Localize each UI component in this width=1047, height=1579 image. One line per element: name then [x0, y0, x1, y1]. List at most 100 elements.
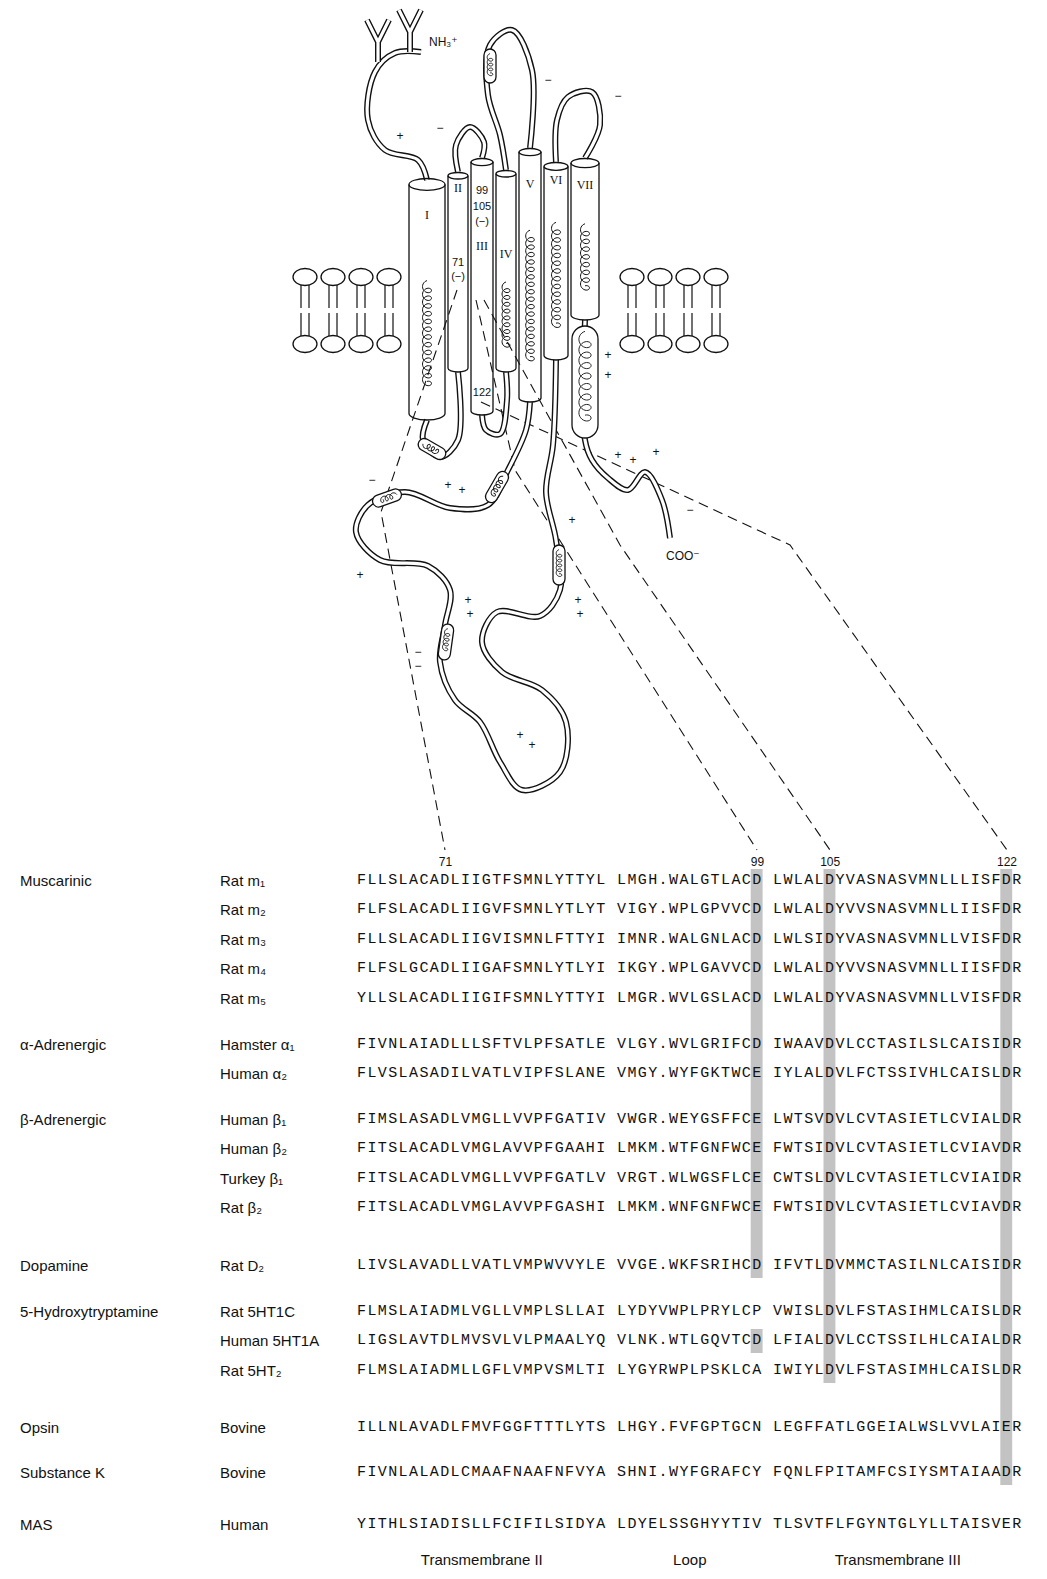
helix-number: III [470, 240, 494, 253]
lipid-tail [328, 285, 329, 308]
cylinder-top [571, 159, 599, 168]
helix-coil [526, 230, 535, 361]
residue-number: 99 [475, 184, 489, 196]
lipid-tail [392, 285, 393, 308]
lipid-tail [392, 313, 393, 336]
terminus-label: NH₃⁺ [428, 36, 459, 49]
cylinder-side [409, 184, 445, 420]
sequence-cell: LIVSLAVADLLVATLVMPWVVYLE [357, 1257, 607, 1275]
loop-chain-core [356, 360, 568, 790]
loop-chain [555, 91, 600, 162]
conserved-residue-shading [439, 869, 451, 870]
sequence-cell: IWAAVDVLCCTASILSLCAISIDR [773, 1036, 1023, 1054]
helix-segment-outline [416, 436, 448, 461]
helix-cylinder: I [408, 178, 446, 420]
lipid-tail [719, 313, 720, 336]
loop-chain [356, 360, 568, 790]
lipid-tail [364, 285, 365, 308]
sequence-cell: CWTSLDVLCVTASIETLCVIAIDR [773, 1170, 1023, 1188]
lipid-tail [655, 285, 656, 308]
lipid-head [377, 269, 401, 286]
sequence-cell: LYDYVWPLPRYLCP [617, 1303, 763, 1321]
helix-cylinder: III [470, 158, 494, 415]
sequence-cell: LHGY.FVFGPTGCN [617, 1419, 763, 1437]
helix-segment-outline [483, 469, 510, 504]
charge-sign: + [567, 514, 576, 526]
family-name: Dopamine [20, 1257, 88, 1275]
helix-coil [581, 224, 590, 290]
helix-segment [483, 469, 510, 504]
column-number: 122 [997, 856, 1017, 869]
lipid-head [648, 336, 672, 353]
sequence-cell: ILLNLAVADLFMVFGGFTTTLYTS [357, 1419, 607, 1437]
loop-connector [356, 360, 568, 790]
sequence-cell: FLMSLAIADMLLGFLVMPVSMLTI [357, 1362, 607, 1380]
sequence-cell: FIMSLASADLVMGLLVVPFGATIV [357, 1111, 607, 1129]
lipid-head [349, 269, 373, 286]
cylinder-side [448, 176, 468, 372]
sequence-cell: FLFSLGCADLIIGAFSMNLYTLYI [357, 960, 607, 978]
sequence-cell: LFIALDVLCCTSSILHLCAIALDR [773, 1332, 1023, 1350]
helix-coil [442, 628, 451, 651]
lipid-tail [663, 313, 664, 336]
receptor-name: Bovine [220, 1464, 266, 1482]
lipid-head [620, 269, 644, 286]
lipid-head [648, 269, 672, 286]
family-name: Muscarinic [20, 872, 92, 890]
receptor-name: Rat m₂ [220, 901, 266, 919]
receptor-name: Rat 5HT1C [220, 1303, 295, 1321]
sequence-cell: FLLSLACADLIIGTFSMNLYTTYL [357, 872, 607, 890]
sequence-cell: FITSLACADLVMGLAVVPFGAAHI [357, 1140, 607, 1158]
sequence-cell: VWGR.WEYGSFFCE [617, 1111, 763, 1129]
helix-coil [502, 282, 510, 347]
helix-coil [556, 550, 562, 577]
lipid-tail [711, 285, 712, 308]
helix-cylinder: VI [543, 162, 569, 360]
sequence-cell: IWIYLDVLFSTASIMHLCAISLDR [773, 1362, 1023, 1380]
column-number: 105 [820, 856, 840, 869]
helix-segment-outline [438, 623, 455, 660]
sequence-cell: LWLALDYVVSNASVMNLLIISFDR [773, 960, 1023, 978]
lipid-head [704, 269, 728, 286]
helix-number: II [447, 182, 469, 195]
cylinder-outline [543, 162, 569, 360]
lipid-tail [364, 313, 365, 336]
charge-sign: + [527, 739, 536, 751]
family-name: MAS [20, 1516, 53, 1534]
sequence-cell: LWLALDYVASNASVMNLLLISFDR [773, 872, 1023, 890]
lipid-tail [308, 285, 309, 308]
lipid-tail [683, 285, 684, 308]
helix-cylinder: V [518, 148, 542, 402]
cylinder-outline [495, 170, 517, 372]
glycosylation-core [399, 10, 421, 52]
helix-coil [552, 222, 561, 327]
family-name: α-Adrenergic [20, 1036, 106, 1054]
charge-sign: − [413, 646, 422, 658]
cylinder-top [409, 179, 445, 191]
helix-coil [579, 331, 591, 421]
sequence-cell: LDYELSSGHYYTIV [617, 1516, 763, 1534]
charge-sign: + [573, 594, 582, 606]
sequence-cell: IMNR.WALGNLACD [617, 931, 763, 949]
sequence-cell: YLLSLACADLIIGIFSMNLYTTYI [357, 990, 607, 1008]
sequence-cell: VLNK.WTLGQVTCD [617, 1332, 763, 1350]
sequence-cell: LMKM.WTFGNFWCE [617, 1140, 763, 1158]
sequence-cell: LWLALDYVASNASVMNLLVISFDR [773, 990, 1023, 1008]
helix-segment [371, 487, 403, 509]
sequence-cell: VVGE.WKFSRIHCD [617, 1257, 763, 1275]
sequence-cell: IKGY.WPLGAVVCD [617, 960, 763, 978]
lipid-tail [356, 285, 357, 308]
residue-number: (−) [474, 215, 490, 227]
lipid-head [293, 269, 317, 286]
column-number: 71 [439, 856, 452, 869]
region-name: Transmembrane III [835, 1551, 961, 1569]
sequence-cell: LMGH.WALGTLACD [617, 872, 763, 890]
n-terminus [367, 51, 427, 180]
sequence-cell: LIGSLAVTDLMVSVLVLPMAALYQ [357, 1332, 607, 1350]
receptor-name: Human [220, 1516, 268, 1534]
cylinder-top [496, 171, 516, 177]
lipid-head [293, 336, 317, 353]
sequence-cell: LWTSVDVLCVTASIETLCVIALDR [773, 1111, 1023, 1129]
receptor-name: Turkey β₁ [220, 1170, 283, 1188]
sequence-cell: IYLALDVLFCTSSIVHLCAISLDR [773, 1065, 1023, 1083]
